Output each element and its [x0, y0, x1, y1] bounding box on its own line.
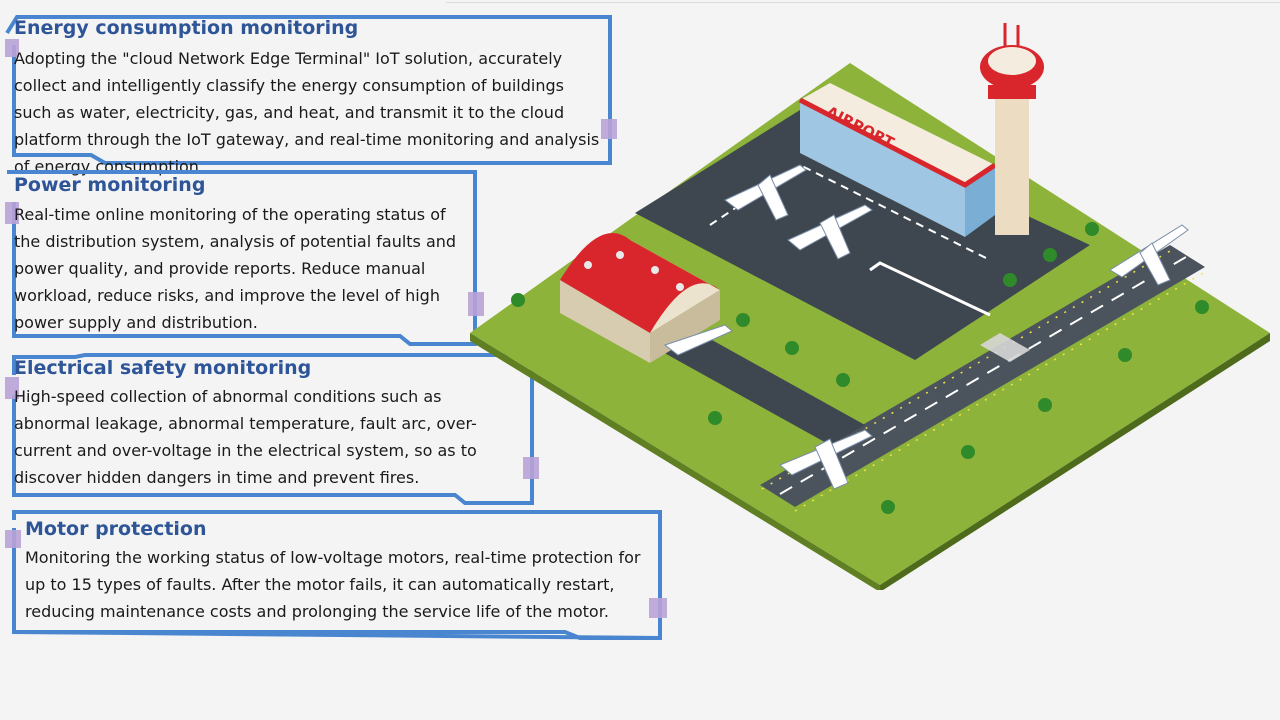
airplane-icon [779, 429, 873, 490]
card-power-monitoring: Power monitoring Real-time online monito… [5, 170, 484, 348]
airplane-icon [787, 204, 873, 260]
apron [635, 110, 1090, 360]
ground-edge-left [470, 333, 880, 590]
ground-edge-right [880, 333, 1270, 590]
card-title: Electrical safety monitoring [14, 357, 312, 379]
airplane-icon [724, 164, 807, 221]
card-title: Motor protection [25, 518, 207, 540]
airport-illustration: AIRPORT [470, 23, 1270, 590]
control-tower [980, 23, 1044, 235]
card-frame [5, 15, 617, 165]
card-description: Monitoring the working status of low-vol… [25, 548, 641, 621]
taxiway [650, 325, 865, 445]
airplane-icon [663, 324, 733, 356]
taxi-line [869, 261, 991, 317]
crosswalk-marking [980, 333, 1030, 362]
runway-centerline [779, 256, 1187, 495]
card-frame [5, 353, 539, 505]
top-divider [446, 2, 1280, 3]
card-title: Energy consumption monitoring [14, 17, 359, 39]
card-electrical-safety-monitoring: Electrical safety monitoring High-speed … [5, 353, 539, 505]
terminal-building: AIRPORT [798, 83, 997, 237]
card-title: Power monitoring [14, 174, 206, 196]
tree-icon [511, 222, 1209, 514]
airplane-icon [1109, 224, 1189, 286]
card-motor-protection: Motor protection Monitoring the working … [5, 510, 667, 641]
card-frame [5, 170, 484, 346]
card-frame [5, 510, 667, 641]
card-description: Real-time online monitoring of the opera… [14, 205, 457, 332]
card-description: High-speed collection of abnormal condit… [14, 387, 477, 487]
